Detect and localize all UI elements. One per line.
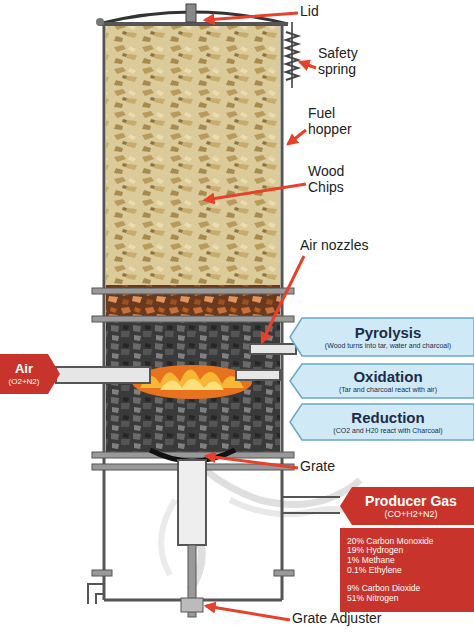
part-label: Grate Adjuster [292,611,382,627]
air-nozzle [236,370,280,380]
leader-arrow [288,130,306,144]
node-text: (O2+N2) [9,377,40,386]
wood-chips-fill [106,26,280,288]
part-label: Safety spring [318,46,378,77]
node-heading: Reduction [351,409,424,426]
flange [92,316,294,322]
drain-pipe [88,584,104,604]
red-callout-box: Air(O2+N2) [0,354,60,394]
node-text: (Wood turns into tar, water and charcoal… [325,342,451,350]
leader-arrow [206,606,290,620]
lid-hinge [96,18,104,26]
node-outline [290,404,474,440]
process-band: Oxidation(Tar and charcoal react with ai… [290,364,474,398]
flange [92,452,294,458]
air-pipe [56,367,150,383]
flange [92,570,112,576]
part-label: Lid [300,4,319,20]
node-text: 9% Carbon Dioxide [347,584,420,594]
node-text: 1% Methane [347,556,395,566]
node-text: (CO+H2+N2) [384,509,437,519]
grate-adjuster-block [181,598,203,612]
red-callout-box: 20% Carbon Monoxide19% Hydrogen1% Methan… [340,528,474,612]
leader-arrow [205,184,306,200]
part-label: Air nozzles [300,238,368,254]
node-text: 0.1% Ethylene [347,566,402,576]
node-heading: Producer Gas [365,493,457,509]
center-tube [178,460,206,545]
node-text: (CO2 and H20 react with Charcoal) [333,427,442,435]
flame-core [160,379,224,390]
node-heading: Oxidation [353,368,422,385]
part-label: Grate [300,459,335,475]
node-outline [290,318,474,356]
process-band: Reduction(CO2 and H20 react with Charcoa… [290,404,474,440]
leader-arrow [206,456,298,468]
node-text: 51% Nitrogen [347,594,399,604]
node-outline [290,364,474,398]
process-band: Pyrolysis(Wood turns into tar, water and… [290,318,474,356]
vessel-wall [103,22,106,600]
flange [92,288,294,294]
part-label: Wood Chips [308,164,363,195]
node-heading: Air [15,362,33,377]
leader-arrow [205,13,298,20]
reduction-layer [106,400,280,455]
lid-rim [98,22,288,26]
node-outline [340,487,474,525]
node-heading: 20% Carbon Monoxide [347,537,433,547]
node-outline [340,528,474,612]
node-outline [0,354,60,394]
red-callout-box: Producer Gas(CO+H2+N2) [340,487,474,525]
lid-bolt [186,4,196,22]
leader-arrow [300,62,316,68]
part-label: Fuel hopper [308,106,363,137]
node-text: 19% Hydrogen [347,546,403,556]
air-nozzle [250,344,296,354]
safety-spring [286,32,298,80]
node-text: (Tar and charcoal react with air) [339,386,437,394]
node-heading: Pyrolysis [355,324,422,341]
flange [274,570,294,576]
gas-outlet-pipe [282,497,340,513]
gas-haze [161,500,175,575]
